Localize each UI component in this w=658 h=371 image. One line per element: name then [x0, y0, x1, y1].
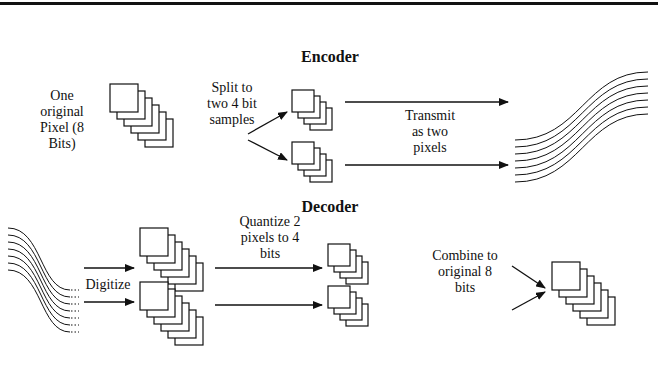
digitize-arrow [84, 301, 134, 302]
top-rule [0, 2, 658, 5]
transmit-waveform [515, 100, 648, 168]
bit-plane [140, 282, 168, 310]
bit-plane [328, 286, 350, 308]
transmit-arrow [345, 164, 508, 165]
sample-dots [71, 325, 79, 326]
quantize-arrow [215, 304, 322, 305]
sample-4-bit [292, 90, 332, 130]
digitized-pixel [140, 282, 203, 345]
received-waveform [8, 270, 70, 332]
pixel-8-bit [110, 84, 173, 147]
bit-plane [292, 142, 314, 164]
waveform-curves [8, 72, 648, 332]
sample-dots [71, 290, 79, 291]
sample-dots [71, 332, 79, 333]
sample-4-bit [328, 244, 368, 284]
transmit-waveform [515, 86, 648, 154]
pixel-8-bit [552, 262, 615, 325]
combine-arrow [512, 266, 545, 288]
step-label: Split to two 4 bit samples [201, 80, 263, 128]
transmit-waveform [515, 93, 648, 161]
sample-4-bit [292, 142, 332, 182]
digitize-arrow [84, 267, 134, 268]
step-label: Combine to original 8 bits [429, 248, 501, 296]
section-heading: Encoder [270, 48, 390, 66]
transmit-waveform [515, 79, 648, 147]
sample-dots [71, 318, 79, 319]
flow-arrows [84, 102, 545, 310]
step-label: Digitize [78, 277, 138, 293]
sample-dots [71, 311, 79, 312]
split-arrow [248, 140, 287, 160]
bit-plane [140, 228, 168, 256]
step-label: Quantize 2 pixels to 4 bits [235, 214, 305, 262]
sample-4-bit [328, 286, 368, 326]
pixel-stacks [110, 84, 615, 345]
bit-plane [552, 262, 580, 290]
combine-arrow [512, 292, 545, 310]
sample-dots [71, 304, 79, 305]
bit-plane [292, 90, 314, 112]
bit-plane [110, 84, 138, 112]
transmit-waveform [515, 114, 648, 182]
sample-dots [71, 297, 79, 298]
quantize-arrow [215, 267, 322, 268]
pixel-caption: One original Pixel (8 Bits) [35, 88, 89, 152]
transmit-waveform [515, 72, 648, 140]
transmit-arrow [345, 101, 508, 102]
bit-plane [328, 244, 350, 266]
step-label: Transmit as two pixels [399, 108, 461, 156]
section-heading: Decoder [270, 198, 390, 216]
transmit-waveform [515, 107, 648, 175]
